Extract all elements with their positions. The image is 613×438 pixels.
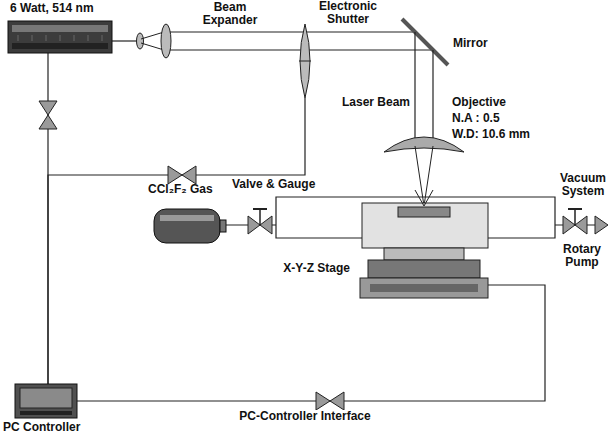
gas-cylinder-shape — [148, 207, 226, 245]
gas-cylinder: CCl₂F₂ Gas — [148, 207, 226, 245]
xyz-stage-shape — [360, 248, 488, 298]
part-name: Electronic Shutter — [310, 0, 386, 26]
valve-symbol — [248, 216, 260, 234]
interface-symbol — [316, 392, 330, 410]
part-name: Valve & Gauge — [232, 178, 332, 191]
process-chamber — [362, 203, 488, 248]
part-name: Rotary Pump — [556, 243, 608, 269]
part-name: Beam Expander — [188, 1, 272, 27]
part-name: Laser Beam — [330, 96, 410, 109]
spec-value: W.D: 10.6 mm — [452, 128, 572, 141]
part-name: X-Y-Z Stage — [204, 262, 350, 275]
control-line — [77, 285, 545, 401]
laser-source: 6 Watt, 514 nm — [8, 21, 112, 53]
valve-symbol — [563, 216, 575, 234]
part-name: CCl₂F₂ Gas — [148, 183, 238, 196]
control-line — [48, 98, 305, 384]
interface-symbol — [182, 166, 196, 184]
interface-symbol — [39, 115, 57, 129]
xyz-stage: X-Y-Z Stage — [360, 248, 488, 298]
expander-lens — [161, 24, 171, 58]
part-name: PC Controller — [3, 421, 93, 434]
spec-value: N.A : 0.5 — [452, 112, 572, 125]
mirror — [402, 19, 448, 65]
interface-symbol — [168, 166, 182, 184]
part-name: Vacuum System — [556, 172, 610, 198]
interface-symbol — [39, 101, 57, 115]
electronic-shutter-shape — [298, 24, 312, 98]
part-name: Objective — [452, 96, 572, 109]
laser-source-shape — [8, 21, 112, 53]
pc-controller-shape — [15, 384, 77, 418]
part-name: Mirror — [453, 37, 513, 50]
gauge-symbol — [259, 209, 261, 225]
electronic-shutter: Electronic Shutter — [298, 24, 312, 98]
pc-controller: PC Controller — [15, 384, 77, 418]
connector-label: PC-Controller Interface — [228, 410, 382, 423]
part-name: 6 Watt, 514 nm — [10, 2, 150, 15]
sample — [398, 207, 450, 217]
interface-symbol — [330, 392, 344, 410]
pump-arrow — [595, 216, 608, 234]
expander-lens — [137, 33, 144, 49]
gauge-symbol — [574, 209, 576, 225]
